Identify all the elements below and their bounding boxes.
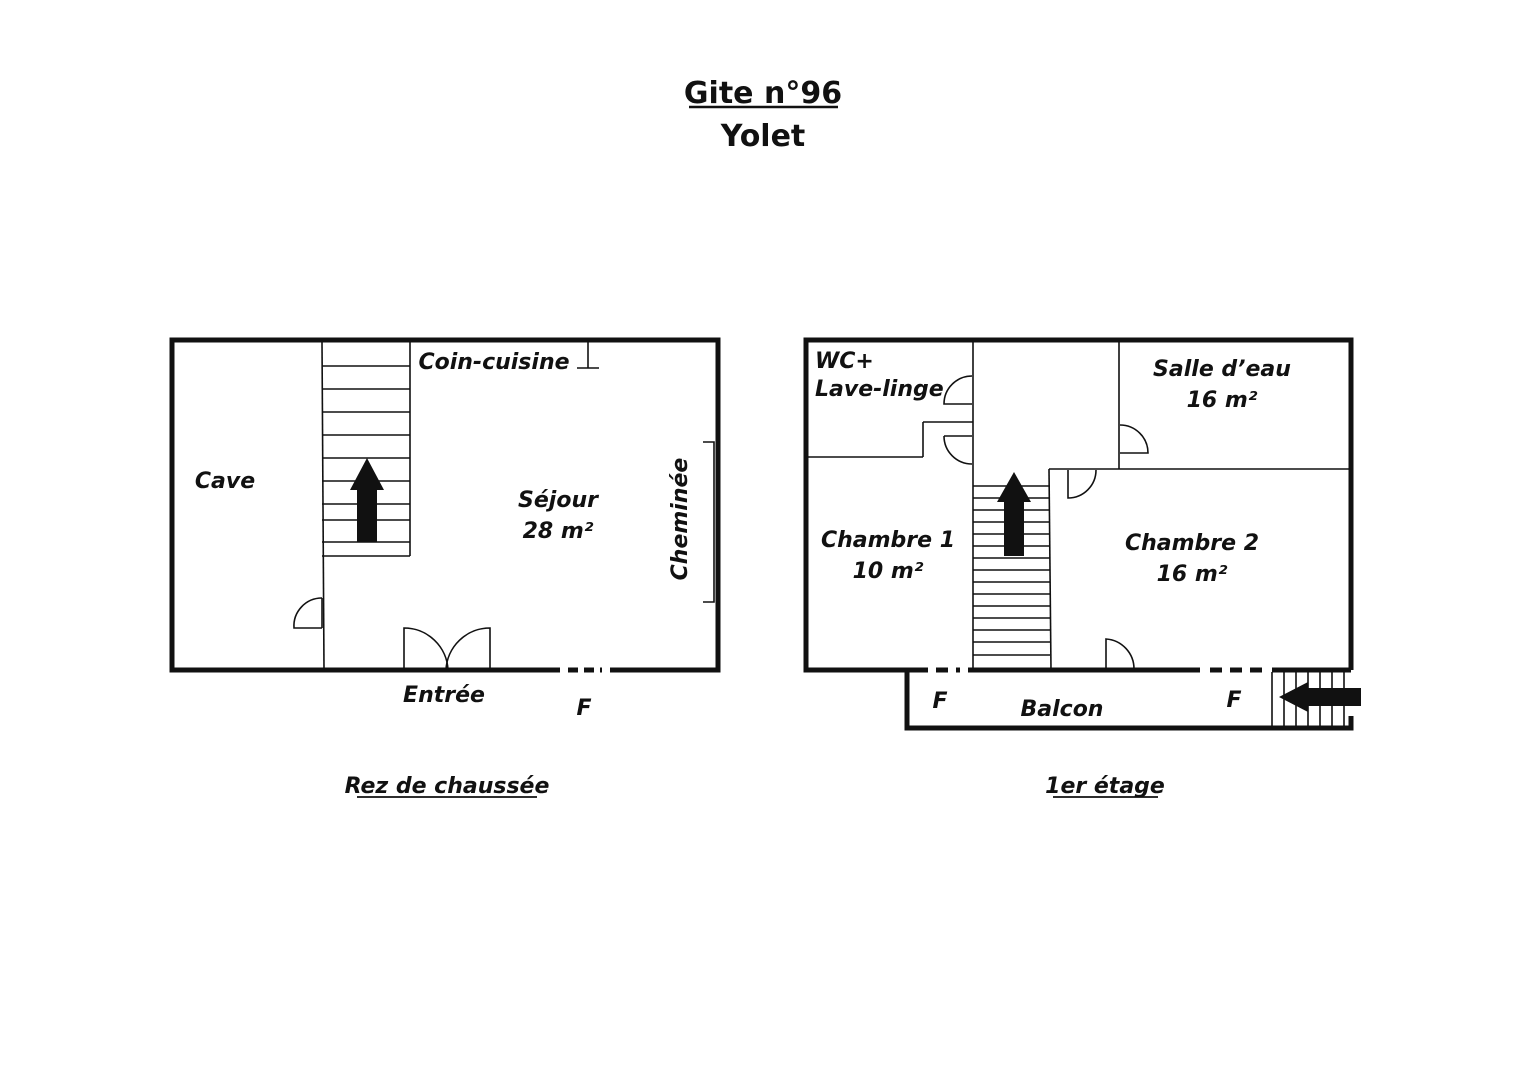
room-label-coin-cuisine: Coin-cuisine — [418, 350, 569, 375]
room-area-salle-deau: 16 m² — [1187, 388, 1258, 413]
ground-staircase — [322, 342, 411, 557]
room-label-chambre-2: Chambre 2 — [1125, 531, 1259, 556]
room-area-chambre-2: 16 m² — [1157, 562, 1228, 587]
room-label-cave: Cave — [195, 469, 255, 494]
chambre2-bottom-door — [1105, 638, 1135, 670]
room-label-balcon: Balcon — [1021, 697, 1104, 722]
chambre1-door — [943, 435, 973, 465]
page-subtitle: Yolet — [720, 119, 806, 154]
room-label-salle-deau: Salle d’eau — [1153, 357, 1291, 382]
chambre2-top-door — [1067, 469, 1097, 499]
ground-floor-plan: Cave Coin-cuisine Séjour 28 m² Cheminée … — [169, 337, 721, 799]
first-stair-up-arrow-icon — [997, 472, 1031, 556]
ground-stair-up-arrow-icon — [350, 458, 384, 542]
room-area-sejour: 28 m² — [523, 519, 594, 544]
label-window-left: F — [932, 689, 947, 714]
room-label-wc: WC+ — [815, 349, 874, 374]
page-title: Gite n°96 — [684, 76, 842, 111]
first-floor-caption: 1er étage — [1045, 774, 1165, 799]
label-entree: Entrée — [403, 683, 485, 708]
label-window-ground: F — [576, 696, 591, 721]
cheminee-marker — [703, 441, 715, 603]
ground-floor-caption: Rez de chaussée — [345, 774, 550, 799]
label-window-right: F — [1226, 688, 1241, 713]
room-label-sejour: Séjour — [518, 488, 599, 513]
cave-partition — [321, 341, 325, 671]
room-label-chambre-1: Chambre 1 — [821, 528, 955, 553]
room-area-chambre-1: 10 m² — [853, 559, 924, 584]
ground-outer-wall — [169, 337, 721, 673]
room-label-cheminee: Cheminée — [668, 458, 693, 581]
cave-door — [293, 597, 323, 629]
entry-double-door — [403, 627, 491, 671]
room-label-lave-linge: Lave-linge — [815, 377, 944, 402]
entry-arrow-icon — [1279, 682, 1361, 712]
first-floor-plan: WC+ Lave-linge Salle d’eau 16 m² Chambre… — [803, 337, 1361, 799]
first-outer-wall — [803, 337, 1354, 673]
salle-door — [1119, 424, 1149, 454]
wc-door — [943, 375, 973, 405]
balcon-wall — [904, 670, 1354, 731]
